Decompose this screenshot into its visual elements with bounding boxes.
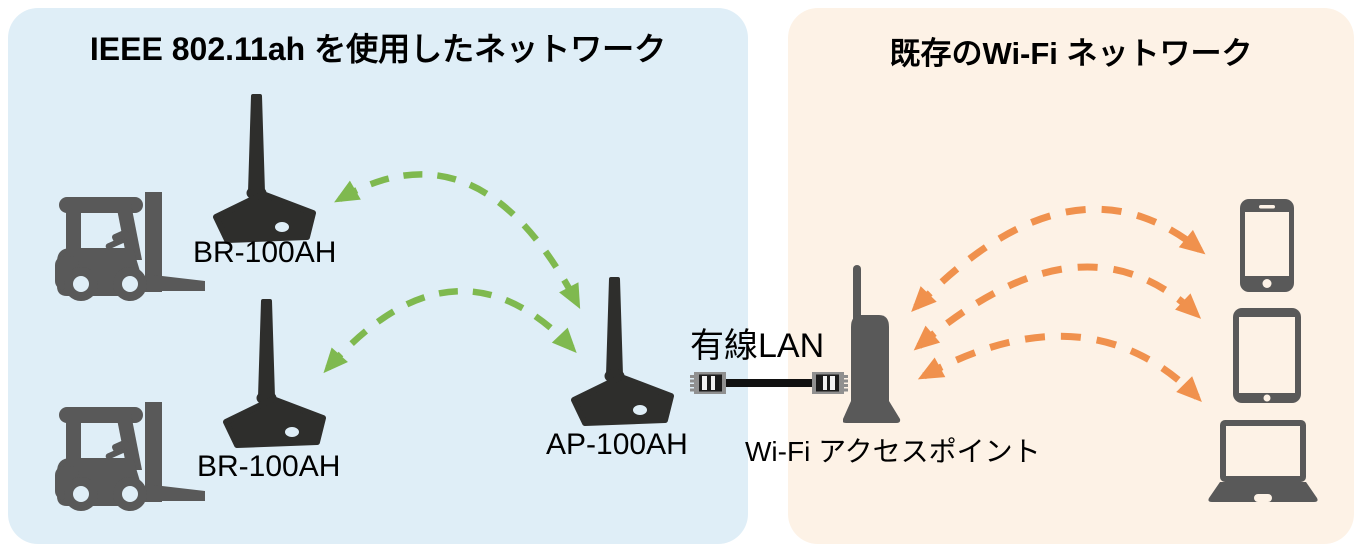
br-100ah-device-icon [212, 93, 317, 243]
smartphone-icon [1240, 199, 1294, 292]
br-100ah-device-icon [222, 298, 327, 448]
forklift-icon [55, 192, 205, 310]
green-dashed-arrow-br2-ap [323, 287, 577, 374]
orange-dashed-arrow-ap-phone [911, 205, 1206, 313]
wired-lan-label: 有線LAN [690, 327, 825, 365]
wifi-access-point-label: Wi-Fi アクセスポイント [745, 436, 1041, 467]
left-panel-title: IEEE 802.11ah を使用したネットワーク [89, 31, 667, 67]
ap-100ah-label: AP-100AH [546, 428, 688, 461]
laptop-icon [1207, 420, 1319, 504]
ap-100ah-device-icon [570, 276, 675, 426]
orange-dashed-arrow-ap-laptop [917, 332, 1202, 402]
wifi-access-point-icon [843, 265, 905, 425]
right-panel-title: 既存のWi-Fi ネットワーク [889, 36, 1253, 71]
tablet-icon [1233, 308, 1301, 403]
bridge1-label: BR-100AH [193, 236, 337, 269]
bridge2-label: BR-100AH [197, 450, 341, 483]
green-dashed-arrow-br1-ap [334, 171, 581, 310]
ethernet-cable-icon [690, 372, 848, 394]
orange-dashed-arrow-ap-tablet [913, 263, 1202, 351]
forklift-icon [55, 402, 205, 520]
